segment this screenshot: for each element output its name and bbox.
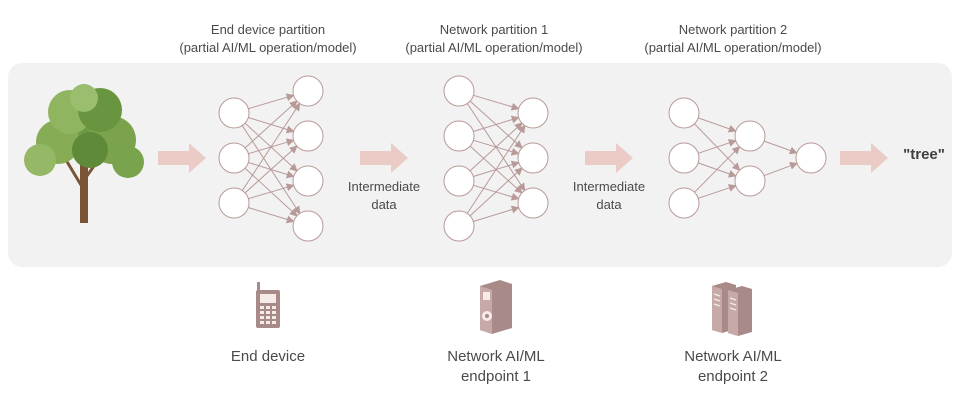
network-2-edge [763,162,798,177]
network-2-layer-1-node [668,142,700,174]
network-2-layer-2-node [734,120,766,152]
end-device-edge [248,183,295,200]
network-2-layer-3-node [795,142,827,174]
partition-header-end-device: End device partition (partial AI/ML oper… [148,21,388,57]
server-icon [480,280,512,334]
network-1-layer-2-node [517,187,549,219]
network-1-edge [473,115,520,132]
end-device-layer-2-node [292,120,324,152]
end-device-edge [244,145,298,194]
end-device-layer-2-node [292,75,324,107]
network-1-layer-2-node [517,97,549,129]
device-label-end-device: End device [230,348,306,365]
partition-subtitle: (partial AI/ML operation/model) [179,40,357,55]
network-2-edge [698,139,737,154]
end-device-edge [248,93,295,110]
network-nodes [218,75,827,242]
network-1-layer-1-node [443,165,475,197]
network-1-layer-2-node [517,142,549,174]
network-2-edge [698,184,737,199]
end-device-layer-2-node [292,210,324,242]
end-device-layer-1-node [218,97,250,129]
end-device-edge [248,207,295,224]
network-1-edge [469,167,523,217]
network-2-layer-1-node [668,97,700,129]
network-1-edge [466,124,526,214]
server-rack-icon [712,282,752,336]
partition-subtitle: (partial AI/ML operation/model) [644,40,822,55]
device-label-endpoint-2: Network AI/ML endpoint 2 [684,348,782,385]
intermediate-arrow-1 [360,143,408,173]
network-2-edge [698,117,737,133]
intermediate-data-label-2: Intermediate data [572,179,646,212]
network-2-edge [763,140,798,155]
tree-image [24,84,144,223]
network-2-layer-2-node [734,165,766,197]
network-1-layer-1-node [443,75,475,107]
network-1-edge [469,122,523,172]
end-device-layer-1-node [218,187,250,219]
partition-header-network-2: Network partition 2 (partial AI/ML opera… [613,21,853,57]
partition-title: End device partition [210,22,326,37]
network-1-layer-1-node [443,120,475,152]
network-1-edge [473,94,520,111]
end-device-edge [244,100,298,149]
end-device-edge [241,102,301,191]
partition-subtitle: (partial AI/ML operation/model) [405,40,583,55]
end-device-layer-2-node [292,165,324,197]
network-edges [241,93,798,224]
network-1-layer-1-node [443,210,475,242]
network-2-layer-1-node [668,187,700,219]
mobile-phone-icon [256,282,280,328]
partition-title: Network partition 2 [678,22,788,37]
output-arrow [840,143,888,173]
network-1-edge [473,205,520,222]
device-label-endpoint-1: Network AI/ML endpoint 1 [447,348,545,385]
input-arrow [158,143,206,173]
end-device-layer-1-node [218,142,250,174]
network-2-edge [694,145,741,193]
partition-title: Network partition 1 [439,22,549,37]
intermediate-arrow-2 [585,143,633,173]
intermediate-data-label-1: Intermediate data [347,179,421,212]
partition-header-network-1: Network partition 1 (partial AI/ML opera… [374,21,614,57]
output-label: "tree" [903,146,945,163]
